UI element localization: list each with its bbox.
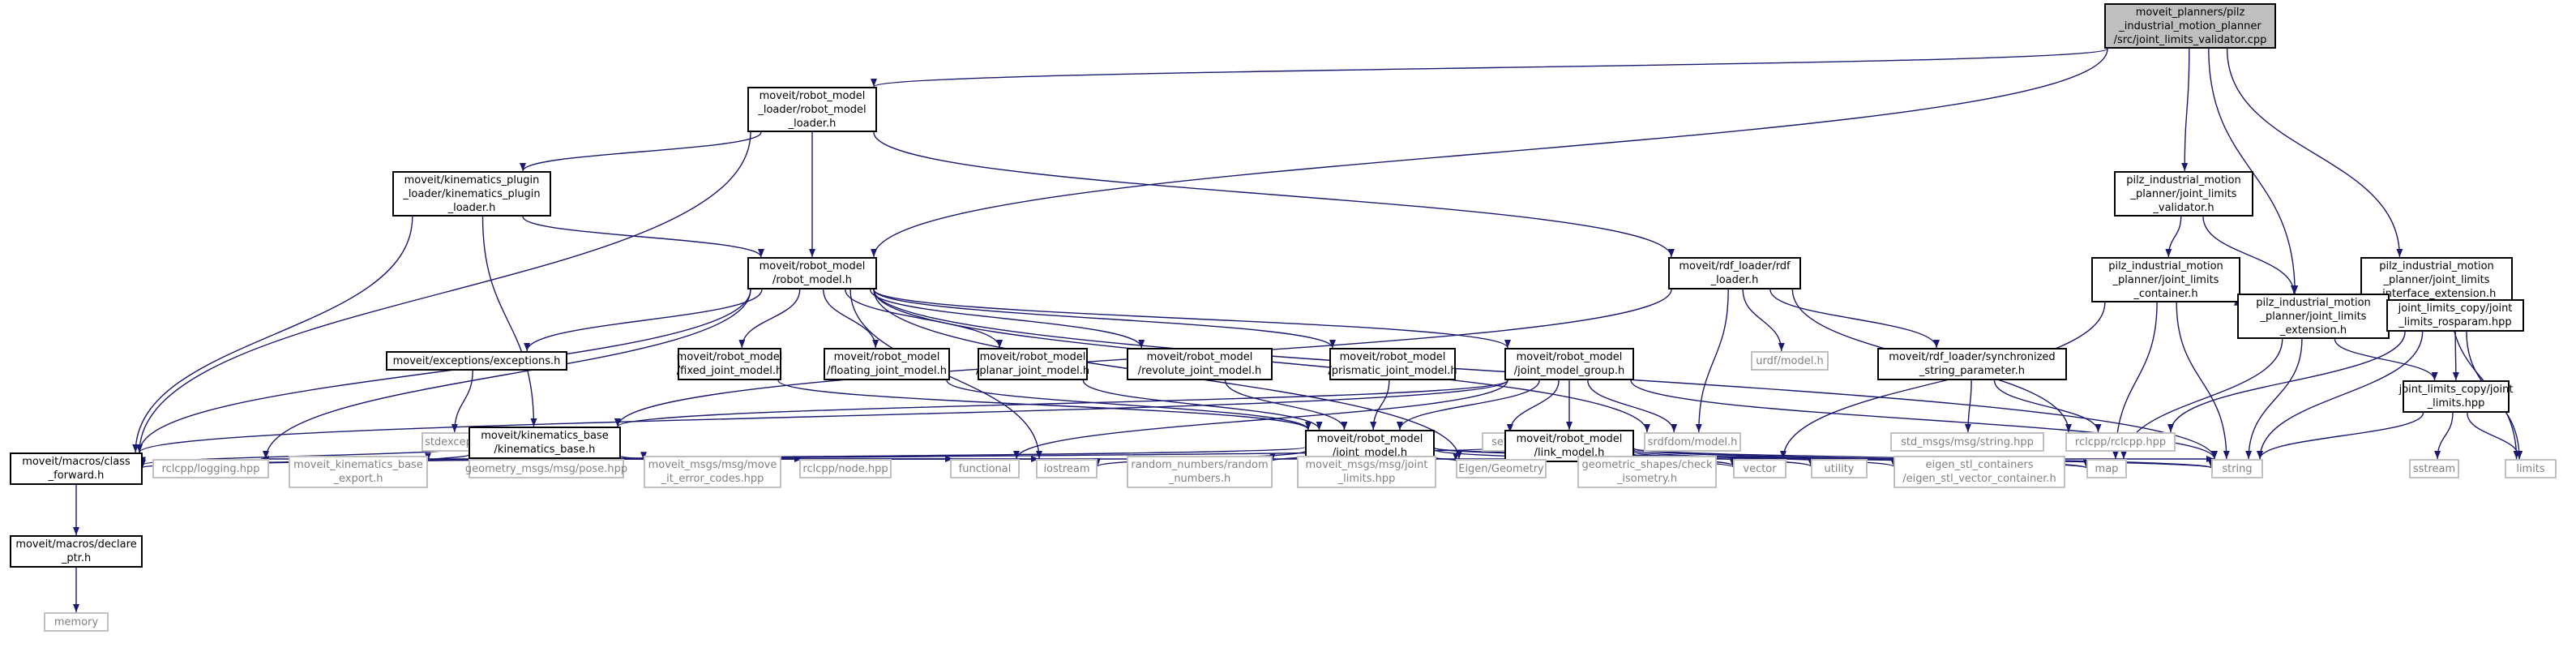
graph-node-n12[interactable]: moveit/robot_model /fixed_joint_model.h <box>677 348 782 380</box>
graph-edge-n2-n3 <box>522 216 764 258</box>
graph-node-n11[interactable]: moveit/exceptions/exceptions.h <box>386 351 567 371</box>
graph-node-n35: iostream <box>1036 459 1098 478</box>
graph-edge-n3-n14 <box>845 289 1003 349</box>
graph-edge-n17-n34 <box>1013 380 1508 460</box>
graph-node-n18: urdf/model.h <box>1751 351 1829 371</box>
graph-edge-n4-n18 <box>1742 289 1785 352</box>
graph-node-n45: sstream <box>2409 459 2459 478</box>
graph-node-n14[interactable]: moveit/robot_model /planar_joint_model.h <box>976 348 1089 380</box>
graph-node-n17[interactable]: moveit/robot_model /joint_model_group.h <box>1504 348 1634 380</box>
graph-node-n29: rclcpp/logging.hpp <box>152 459 269 478</box>
graph-edge-n6-n40 <box>1780 302 2106 460</box>
graph-node-n4[interactable]: moveit/rdf_loader/rdf _loader.h <box>1668 257 1801 289</box>
graph-node-n28[interactable]: moveit/macros/class _forward.h <box>10 452 143 485</box>
graph-node-n40: vector <box>1733 459 1787 478</box>
graph-edge-n1-n2 <box>520 131 762 172</box>
graph-node-n9[interactable]: joint_limits_copy/joint _limits_rosparam… <box>2386 299 2524 332</box>
graph-node-n39: geometric_shapes/check _isometry.h <box>1577 456 1717 488</box>
graph-edge-n24-n42 <box>1633 449 1897 467</box>
graph-edge-n17-n44 <box>1630 380 2218 460</box>
graph-node-n42: eigen_stl_containers /eigen_stl_vector_c… <box>1893 456 2065 488</box>
graph-edge-n3-n13 <box>823 289 879 349</box>
graph-edge-n24-n41 <box>1633 451 1814 467</box>
graph-node-n1[interactable]: moveit/robot_model _loader/robot_model _… <box>747 87 877 132</box>
graph-edge-n17-n22 <box>1396 380 1540 431</box>
graph-edge-n13-n22 <box>946 380 1312 431</box>
graph-node-n0[interactable]: moveit_planners/pilz _industrial_motion_… <box>2104 3 2276 49</box>
graph-edge-n10-n45 <box>2434 412 2454 460</box>
graph-node-n48: memory <box>44 612 109 632</box>
graph-node-n13[interactable]: moveit/robot_model /floating_joint_model… <box>824 348 950 380</box>
graph-node-n3[interactable]: moveit/robot_model /robot_model.h <box>747 257 877 289</box>
graph-node-n46: limits <box>2505 459 2557 478</box>
graph-edge-n3-n15 <box>870 289 1145 349</box>
graph-edge-n0-n5 <box>2181 48 2190 172</box>
graph-edge-n19-n27 <box>1993 380 2102 433</box>
graph-edge-n9-n10 <box>2452 331 2459 381</box>
graph-edge-n19-n26 <box>1964 380 1972 433</box>
graph-edge-n15-n22 <box>1224 380 1348 431</box>
graph-edge-n3-n29 <box>263 289 751 460</box>
graph-node-n15[interactable]: moveit/robot_model /revolute_joint_model… <box>1127 348 1273 380</box>
graph-node-n41: utility <box>1811 459 1868 478</box>
graph-node-n6[interactable]: pilz_industrial_motion _planner/joint_li… <box>2091 257 2240 302</box>
graph-edge-n2-n28 <box>132 216 413 453</box>
graph-node-n43: map <box>2086 459 2127 478</box>
graph-edge-n3-n12 <box>738 289 801 349</box>
graph-node-n34: functional <box>950 459 1020 478</box>
graph-node-n10[interactable]: joint_limits_copy/joint _limits.hpp <box>2399 380 2513 413</box>
graph-node-n30: moveit_kinematics_base _export.h <box>289 456 428 488</box>
graph-edge-n17-n21 <box>614 380 1508 427</box>
graph-node-n21[interactable]: moveit/kinematics_base /kinematics_base.… <box>469 427 621 459</box>
graph-node-n37: moveit_msgs/msg/joint _limits.hpp <box>1297 456 1436 488</box>
graph-edge-n17-n25 <box>1587 380 1678 433</box>
graph-edge-n3-n17 <box>873 289 1511 349</box>
graph-edge-n2-n21 <box>481 216 537 427</box>
graph-edge-n11-n20 <box>451 370 473 433</box>
graph-edge-n5-n8 <box>2202 216 2297 294</box>
graph-edge-n0-n1 <box>871 48 2108 88</box>
graph-node-n47[interactable]: moveit/macros/declare _ptr.h <box>10 535 143 568</box>
graph-edge-n0-n7 <box>2226 48 2403 258</box>
graph-edge-n16-n22 <box>1370 380 1390 431</box>
graph-node-n38: Eigen/Geometry <box>1456 459 1547 478</box>
graph-edge-n9-n44 <box>2257 331 2424 460</box>
graph-node-n31: geometry_msgs/msg/pose.hpp <box>465 459 627 478</box>
graph-node-n36: random_numbers/random _numbers.h <box>1127 456 1273 488</box>
graph-edge-n17-n23 <box>1506 380 1560 433</box>
graph-node-n32: moveit_msgs/msg/move _it_error_codes.hpp <box>644 456 781 488</box>
graph-edge-n5-n6 <box>2165 216 2182 258</box>
graph-node-n2[interactable]: moveit/kinematics_plugin _loader/kinemat… <box>392 171 551 217</box>
graph-edge-n3-n28 <box>136 289 751 453</box>
graph-edge-n4-n25 <box>1695 289 1729 433</box>
graph-node-n33: rclcpp/node.hpp <box>799 459 892 478</box>
graph-edge-n0-n3 <box>871 48 2108 258</box>
graph-edge-n3-n11 <box>524 289 763 352</box>
graph-edge-n8-n44 <box>2245 338 2303 460</box>
graph-node-n25: srdfdom/model.h <box>1644 432 1741 452</box>
graph-node-n26: std_msgs/msg/string.hpp <box>1890 432 2044 452</box>
graph-edge-n1-n4 <box>873 131 1675 258</box>
graph-edge-n10-n46 <box>2467 412 2523 460</box>
graph-edge-n17-n28 <box>136 380 1508 453</box>
graph-node-n16[interactable]: moveit/robot_model /prismatic_joint_mode… <box>1328 348 1457 380</box>
graph-edge-n8-n10 <box>2334 338 2438 381</box>
graph-edge-n3-n16 <box>873 289 1336 349</box>
graph-node-n5[interactable]: pilz_industrial_motion _planner/joint_li… <box>2114 171 2253 217</box>
graph-node-n8[interactable]: pilz_industrial_motion _planner/joint_li… <box>2237 294 2390 339</box>
graph-node-n44: string <box>2211 459 2263 478</box>
graph-edge-n4-n19 <box>1769 289 1940 349</box>
graph-edge-n12-n22 <box>777 380 1312 431</box>
graph-node-n19[interactable]: moveit/rdf_loader/synchronized _string_p… <box>1877 348 2067 380</box>
graph-edge-n6-n44 <box>2176 302 2230 460</box>
graph-node-n24[interactable]: moveit/robot_model /link_model.h <box>1504 430 1634 462</box>
graph-edge-n10-n44 <box>2257 412 2424 460</box>
graph-edge-n1-n28 <box>136 131 751 453</box>
graph-node-n27: rclcpp/rclcpp.hpp <box>2065 432 2176 452</box>
graph-edge-n9-n27 <box>2167 331 2406 433</box>
